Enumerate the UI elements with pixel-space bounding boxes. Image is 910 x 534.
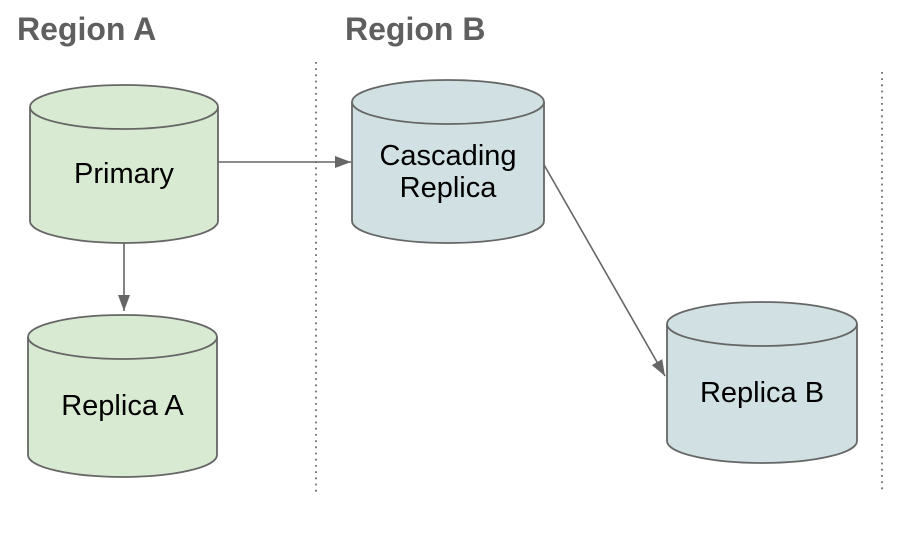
edge-cascading-replica-to-replica-b-arrow <box>542 162 666 377</box>
cascading-replica-cylinder-body <box>351 102 545 244</box>
primary-cylinder-body <box>29 107 219 244</box>
cascading-replica-node-label: Cascading Replica <box>379 139 517 204</box>
primary-node-label: Primary <box>74 158 174 191</box>
replica-a-cylinder-top <box>27 314 218 360</box>
cascading-replica-cylinder-top <box>351 79 545 125</box>
primary-cylinder-top <box>29 84 219 130</box>
replica-a-node-label: Replica A <box>61 390 184 423</box>
replica-a-cylinder-body <box>27 337 218 478</box>
replica-b-cylinder-body <box>666 324 858 464</box>
replica-b-node-label: Replica B <box>699 376 825 409</box>
replica-b-node <box>666 301 858 464</box>
region-b-title: Region B <box>345 11 486 47</box>
replica-a-node <box>27 314 218 478</box>
region-a-title: Region A <box>17 11 157 47</box>
primary-node <box>29 84 219 244</box>
cascading-replica-node <box>351 79 545 244</box>
replica-b-cylinder-top <box>666 301 858 347</box>
